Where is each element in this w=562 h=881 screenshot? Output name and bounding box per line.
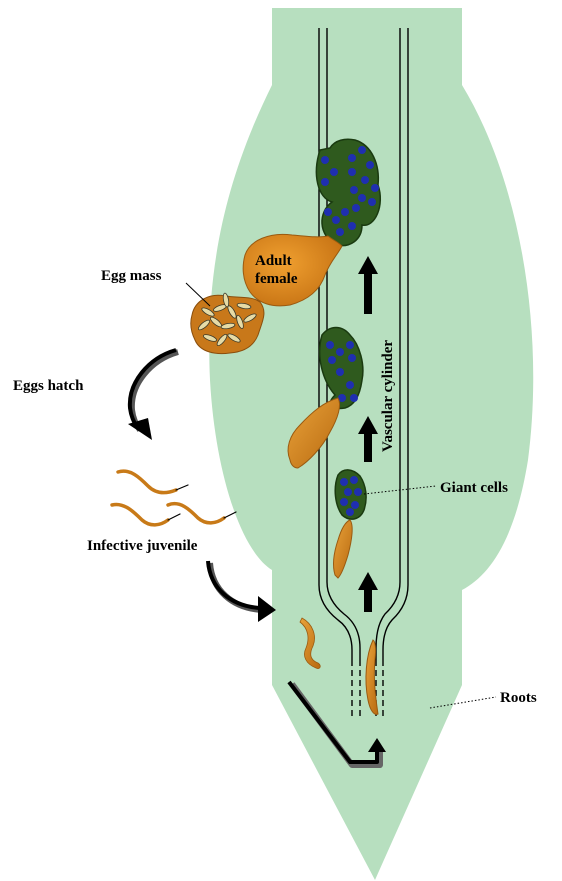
roots-label: Roots bbox=[500, 690, 537, 706]
infective-juvenile-label: Infective juvenile bbox=[87, 538, 198, 554]
egg-mass-label: Egg mass bbox=[101, 268, 162, 284]
worm-icon bbox=[168, 504, 236, 523]
worm-icon bbox=[112, 504, 180, 524]
worm-icon bbox=[118, 471, 188, 493]
adult-female-label-line2: female bbox=[255, 271, 298, 287]
curved-arrow-icon bbox=[128, 350, 178, 440]
vascular-cylinder-label: Vascular cylinder bbox=[380, 340, 396, 452]
eggs-hatch-label: Eggs hatch bbox=[13, 378, 84, 394]
giant-cells-label: Giant cells bbox=[440, 480, 508, 496]
curved-arrow-icon bbox=[208, 561, 276, 622]
juvenile-worms-group bbox=[112, 471, 236, 525]
adult-female-label-line1: Adult bbox=[255, 253, 292, 269]
